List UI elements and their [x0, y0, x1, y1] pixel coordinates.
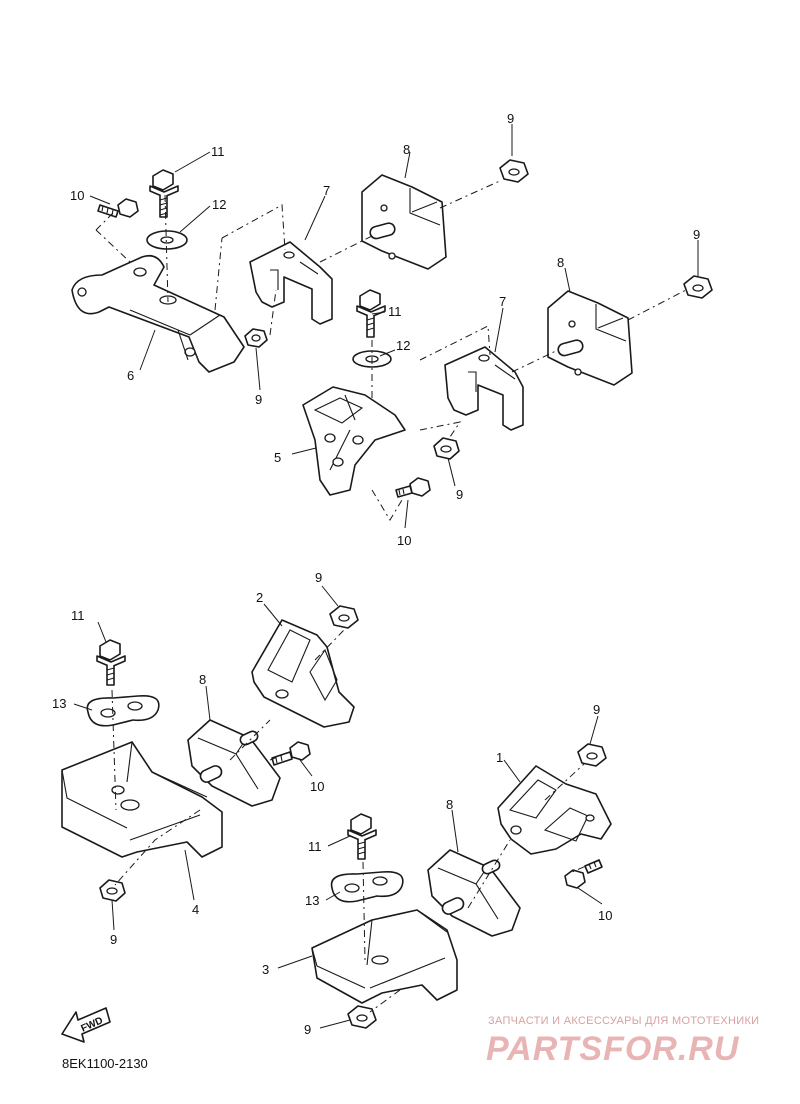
bracket-7-top-right	[444, 346, 524, 431]
callout-11: 11	[211, 144, 225, 159]
bracket-5	[302, 386, 406, 496]
callout-9: 9	[315, 570, 322, 585]
callout-2: 2	[256, 590, 263, 605]
bolt-10-lower-right	[564, 859, 603, 889]
callout-12: 12	[396, 338, 410, 353]
bracket-3	[311, 909, 458, 1004]
mount-8-top-right	[547, 290, 633, 386]
callout-11: 11	[308, 839, 322, 854]
callout-8: 8	[199, 672, 206, 687]
bolt-11-top-left	[149, 169, 179, 218]
mount-8-top-left	[361, 174, 447, 270]
callout-8: 8	[446, 797, 453, 812]
leader-lines	[73, 124, 699, 1029]
callout-8: 8	[403, 142, 410, 157]
nut-9-top-center	[499, 159, 529, 183]
nut-9-far-right	[683, 275, 713, 299]
callout-4: 4	[192, 902, 199, 917]
callout-9: 9	[693, 227, 700, 242]
callout-11: 11	[71, 608, 85, 623]
bolt-10-center	[395, 477, 431, 498]
callout-10: 10	[397, 533, 411, 548]
callout-3: 3	[262, 962, 269, 977]
callout-9: 9	[304, 1022, 311, 1037]
nut-9-lower-left	[99, 879, 126, 902]
callout-9: 9	[456, 487, 463, 502]
bolt-11-lower-left	[96, 639, 126, 686]
callout-12: 12	[212, 197, 226, 212]
callout-9: 9	[593, 702, 600, 717]
nut-9-center	[433, 437, 460, 460]
mount-8-lower-left	[187, 719, 281, 807]
callout-9: 9	[255, 392, 262, 407]
bracket-1	[497, 765, 612, 855]
bolt-10-top-left	[97, 198, 139, 218]
callout-9: 9	[507, 111, 514, 126]
callout-11: 11	[388, 304, 402, 319]
watermark: ЗАПЧАСТИ И АКСЕССУАРЫ ДЛЯ МОТОТЕХНИКИ PA…	[486, 1015, 759, 1068]
bracket-6	[71, 254, 245, 373]
callout-6: 6	[127, 368, 134, 383]
watermark-brand: PARTSFOR.RU	[486, 1030, 740, 1068]
callout-5: 5	[274, 450, 281, 465]
callout-13: 13	[52, 696, 66, 711]
nut-9-lower-right	[577, 743, 607, 767]
callout-1: 1	[496, 750, 503, 765]
callout-7: 7	[323, 183, 330, 198]
fwd-arrow: FWD	[61, 1007, 111, 1043]
bolt-10-lower-left	[271, 741, 311, 766]
bracket-7-top-left	[249, 241, 333, 325]
nut-9-bottom	[347, 1005, 377, 1029]
callout-7: 7	[499, 294, 506, 309]
alignment-lines	[95, 179, 687, 1013]
callout-10: 10	[310, 779, 324, 794]
callout-9: 9	[110, 932, 117, 947]
plate-13-lower-right	[330, 870, 404, 903]
watermark-tagline: ЗАПЧАСТИ И АКСЕССУАРЫ ДЛЯ МОТОТЕХНИКИ	[488, 1015, 759, 1027]
nut-9-top-left	[244, 328, 268, 348]
callout-8: 8	[557, 255, 564, 270]
mount-8-lower-right	[427, 849, 521, 937]
callout-10: 10	[598, 908, 612, 923]
drawing-code: 8EK1100-2130	[62, 1056, 148, 1071]
bolt-11-top-right	[356, 289, 386, 338]
nut-9-upper-mid	[329, 605, 359, 629]
plate-13-lower-left	[86, 694, 160, 727]
callout-13: 13	[305, 893, 319, 908]
callout-labels: 11 10 12 8 9 7 6 9 11 12 8 9 7 5 9 10 9 …	[52, 111, 700, 1037]
bracket-4	[61, 741, 223, 858]
bolt-11-lower-right	[347, 813, 377, 860]
bracket-2	[251, 619, 355, 728]
callout-10: 10	[70, 188, 84, 203]
